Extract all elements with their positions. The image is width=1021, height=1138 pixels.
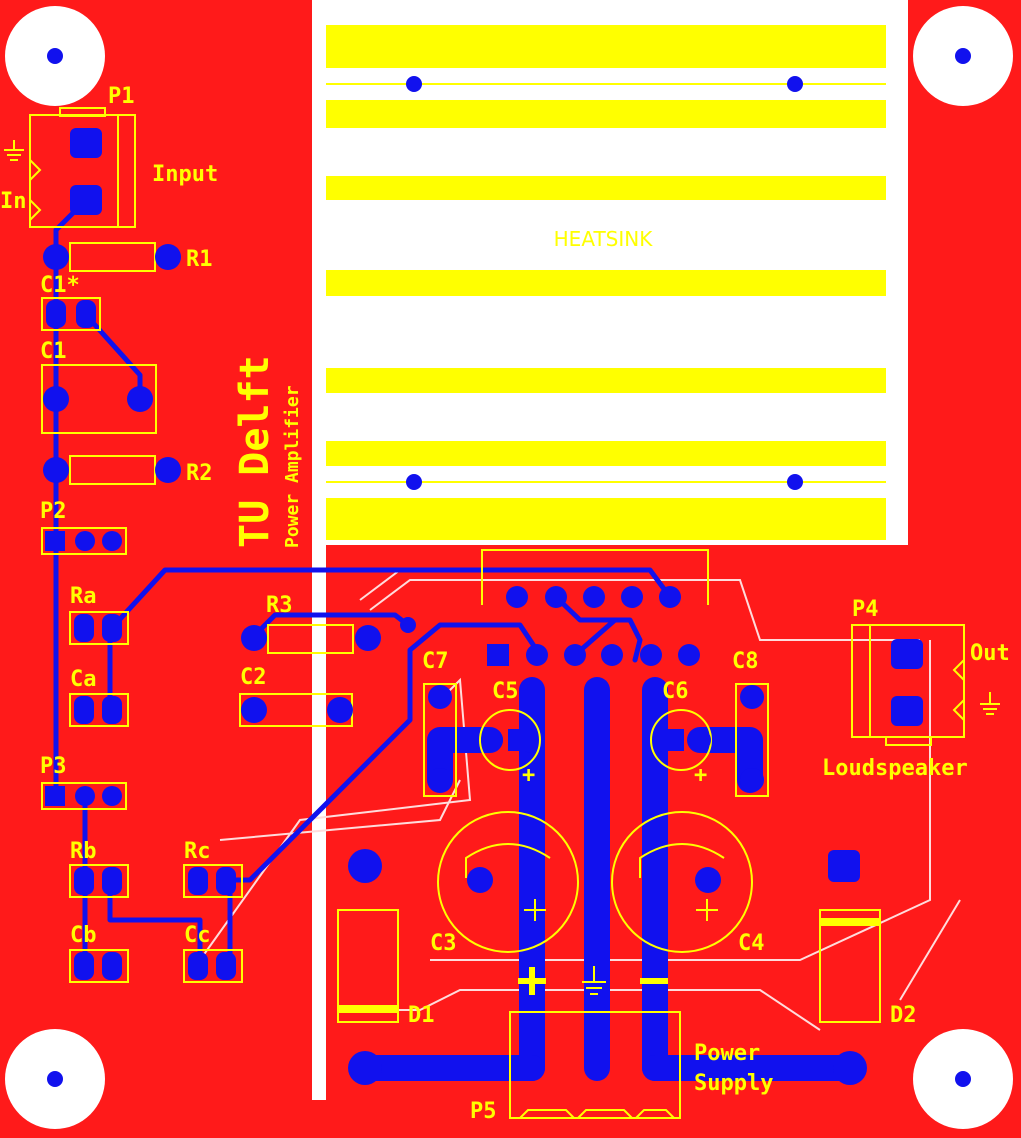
p1-label: P1 [108, 84, 135, 109]
loudspeaker-label: Loudspeaker [822, 756, 968, 781]
r2-label: R2 [186, 461, 213, 486]
rc-resistor: Rc [183, 839, 243, 898]
ra-resistor: Ra [69, 584, 129, 645]
c1star-capacitor: C1* [40, 273, 101, 331]
p3-header: P3 [40, 754, 127, 810]
p2-label: P2 [40, 499, 67, 524]
p5-label: P5 [470, 1099, 497, 1124]
cb-capacitor: Cb [69, 923, 129, 983]
c7-capacitor: C7 [422, 649, 457, 797]
r3-resistor: R3 [241, 593, 416, 654]
p1-connector: P1 Input In [0, 84, 218, 228]
cc-label: Cc [184, 923, 211, 948]
in-label: In [0, 189, 27, 214]
r1-label: R1 [186, 247, 213, 272]
out-label: Out [970, 641, 1010, 666]
c7-label: C7 [422, 649, 449, 674]
board-title: TU Delft Power Amplifier [232, 355, 303, 548]
c8-label: C8 [732, 649, 759, 674]
ca-label: Ca [70, 667, 97, 692]
c1-capacitor: C1 [40, 339, 157, 434]
polarity-minus-icon [640, 978, 668, 984]
p4-connector: P4 Out Loudspeaker [822, 597, 1010, 781]
driver-pads [487, 644, 700, 666]
ground-symbol-icon [4, 140, 24, 161]
d2-diode: D2 [819, 909, 917, 1028]
c6-capacitor: C6 + [650, 679, 712, 788]
r1-resistor: R1 [43, 242, 213, 272]
cc-capacitor: Cc [183, 923, 243, 983]
ca-capacitor: Ca [69, 667, 129, 727]
rc-label: Rc [184, 839, 211, 864]
c5-capacitor: C5 + [479, 679, 541, 788]
c6-plus: + [694, 763, 707, 788]
p4-label: P4 [852, 597, 879, 622]
c3-capacitor: C3 [348, 811, 579, 956]
power-amplifier-subtitle: Power Amplifier [282, 385, 303, 548]
c8-capacitor: C8 [732, 649, 769, 797]
ground-symbol-icon [980, 692, 1000, 715]
ra-label: Ra [70, 584, 97, 609]
rb-resistor: Rb [69, 839, 129, 898]
c5-plus: + [522, 763, 535, 788]
tu-delft-title: TU Delft [232, 355, 278, 548]
input-label: Input [152, 162, 218, 187]
c2-capacitor: C2 [239, 665, 353, 727]
p2-header: P2 [40, 499, 127, 555]
polarity-plus-icon [518, 967, 546, 995]
mounting-hole-icon [5, 6, 1013, 1129]
d2-label: D2 [890, 1003, 917, 1028]
p5-connector: P5 Power Supply [470, 1011, 773, 1124]
r2-resistor: R2 [43, 455, 213, 486]
rb-label: Rb [70, 839, 97, 864]
c4-capacitor: C4 [611, 811, 860, 956]
heatsink-label: HEATSINK [554, 227, 654, 251]
c6-label: C6 [662, 679, 689, 704]
d1-diode: D1 [337, 909, 435, 1028]
heatsink-area: HEATSINK [312, 0, 908, 1100]
c5-label: C5 [492, 679, 519, 704]
power-label: Power [694, 1041, 760, 1066]
p3-label: P3 [40, 754, 67, 779]
cb-label: Cb [70, 923, 97, 948]
supply-label: Supply [694, 1071, 773, 1096]
c3-label: C3 [430, 931, 457, 956]
c1-label: C1 [40, 339, 67, 364]
r3-label: R3 [266, 593, 293, 618]
d1-label: D1 [408, 1003, 435, 1028]
ground-symbol-icon [582, 966, 606, 995]
c2-label: C2 [240, 665, 267, 690]
c4-label: C4 [738, 931, 765, 956]
power-ic [481, 549, 709, 608]
c1star-label: C1* [40, 273, 80, 298]
